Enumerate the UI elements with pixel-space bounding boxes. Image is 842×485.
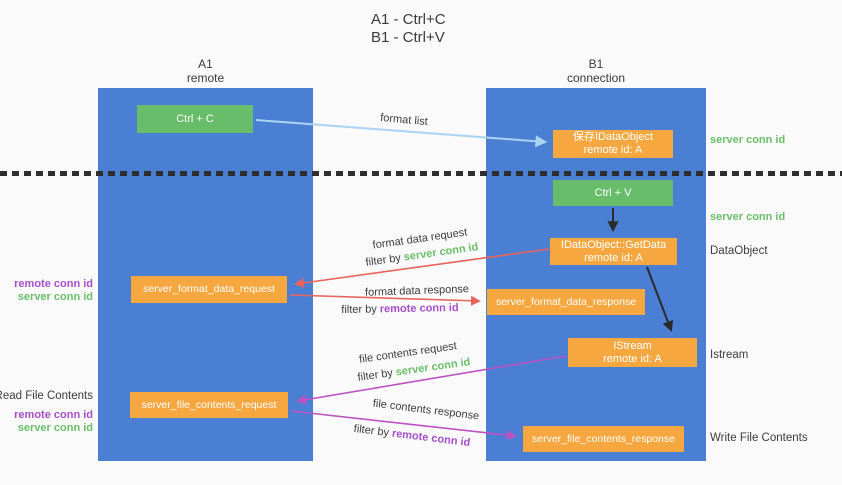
server-file-contents-response-label: server_file_contents_response [531, 432, 675, 445]
remote-conn-id-text: remote conn id [379, 301, 459, 316]
server-conn-id-annotation-top: server conn id [710, 134, 786, 146]
left-column-id: A1 [198, 57, 213, 71]
server-format-data-response-label: server_format_data_response [495, 295, 637, 308]
read-file-contents-annotation: Read File Contents [0, 390, 93, 402]
getdata-line1: IDataObject::GetData [560, 238, 667, 251]
server-format-data-response-node: server_format_data_response [487, 289, 645, 315]
save-dataobject-line2: remote id: A [583, 144, 643, 156]
istream-line1: IStream [613, 339, 652, 352]
format-data-response-label: format data response [364, 283, 470, 299]
remote-conn-id-text: remote conn id [391, 427, 471, 450]
remote-conn-id-annotation-file: remote conn id [14, 409, 93, 421]
istream-node: IStream remote id: A [568, 338, 697, 367]
right-column-header: B1 connection [486, 57, 706, 85]
server-file-contents-request-label: server_file_contents_request [141, 398, 277, 411]
right-column-id: B1 [588, 57, 604, 71]
ctrl-v-node: Ctrl + V [553, 180, 673, 206]
getdata-line2: remote id: A [584, 251, 643, 264]
server-conn-id-annotation-format: server conn id [17, 291, 93, 303]
file-contents-response-label: file contents response [372, 397, 480, 423]
write-file-contents-annotation: Write File Contents [710, 432, 808, 444]
filter-by-text: filter by [353, 422, 390, 440]
save-dataobject-line1: 保存IDataObject [572, 131, 654, 143]
istream-line2: remote id: A [603, 352, 662, 365]
istream-annotation: Istream [710, 349, 749, 361]
server-conn-id-annotation-file: server conn id [17, 422, 93, 434]
left-column-role: remote [186, 71, 225, 85]
server-format-data-request-label: server_format_data_request [143, 283, 275, 295]
ctrl-v-label: Ctrl + V [594, 186, 632, 199]
ctrl-c-node: Ctrl + C [137, 105, 253, 133]
format-list-label: format list [379, 111, 429, 129]
getdata-node: IDataObject::GetData remote id: A [550, 238, 677, 265]
server-conn-id-annotation-mid: server conn id [710, 211, 786, 223]
save-dataobject-node: 保存IDataObject remote id: A [553, 130, 673, 158]
filter-by-text: filter by [341, 303, 377, 317]
right-column-role: connection [566, 71, 626, 85]
left-column-header: A1 remote [98, 57, 313, 85]
title-line-b1: B1 - Ctrl+V [371, 29, 445, 46]
ctrl-c-label: Ctrl + C [176, 112, 214, 125]
dataobject-annotation: DataObject [710, 245, 768, 257]
server-format-data-request-node: server_format_data_request [131, 276, 287, 303]
remote-conn-id-annotation-format: remote conn id [14, 278, 93, 290]
server-file-contents-response-node: server_file_contents_response [523, 426, 684, 452]
server-conn-id-text: server conn id [394, 356, 472, 379]
filter-by-text: filter by [356, 367, 394, 384]
filter-by-text: filter by [364, 252, 402, 269]
diagram-title: A1 - Ctrl+C B1 - Ctrl+V [371, 11, 446, 47]
title-line-a1: A1 - Ctrl+C [371, 11, 446, 28]
server-file-contents-request-node: server_file_contents_request [130, 392, 288, 418]
